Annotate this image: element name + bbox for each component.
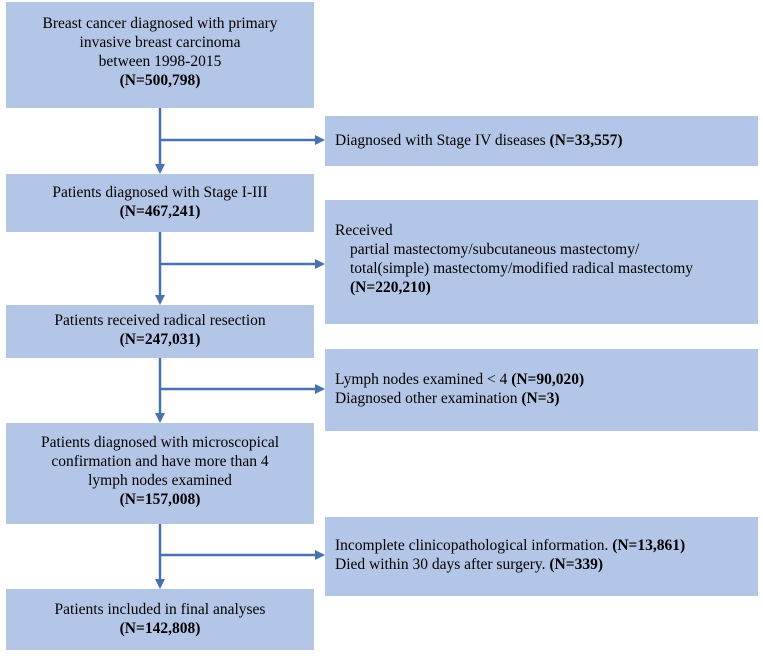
box-line: partial mastectomy/subcutaneous mastecto… <box>350 241 640 258</box>
box-line: (N=157,008) <box>119 491 201 508</box>
box-line: Lymph nodes examined < 4 (N=90,020) <box>335 371 585 388</box>
box-line: confirmation and have more than 4 <box>51 453 269 470</box>
box-line: (N=220,210) <box>350 279 431 296</box>
main-box-initial-cohort: Breast cancer diagnosed with primary inv… <box>6 2 314 108</box>
box-line: total(simple) mastectomy/modified radica… <box>350 260 694 277</box>
main-box-final-analyses: Patients included in final analyses (N=1… <box>6 589 314 650</box>
exclusion-box-incomplete-info: Incomplete clinicopathological informati… <box>325 517 758 596</box>
box-line: Breast cancer diagnosed with primary <box>42 15 278 32</box>
box-line: Died within 30 days after surgery. (N=33… <box>335 556 603 573</box>
box-line: Patients received radical resection <box>54 312 266 329</box>
box-line: Patients diagnosed with microscopical <box>40 434 280 451</box>
main-box-stage-i-iii: Patients diagnosed with Stage I-III (N=4… <box>6 174 314 232</box>
exclusion-box-stage-iv: Diagnosed with Stage IV diseases (N=33,5… <box>325 116 758 166</box>
box-line: (N=467,241) <box>119 203 201 220</box>
box-line: Diagnosed with Stage IV diseases (N=33,5… <box>335 132 623 149</box>
main-box-microscopical-confirmation: Patients diagnosed with microscopical co… <box>6 423 314 524</box>
box-line: between 1998-2015 <box>98 53 222 70</box>
box-line: Patients diagnosed with Stage I-III <box>52 184 268 201</box>
box-line: Incomplete clinicopathological informati… <box>335 537 686 554</box>
exclusion-box-mastectomy: Received partial mastectomy/subcutaneous… <box>325 200 758 324</box>
box-line: (N=500,798) <box>119 72 201 89</box>
box-line: lymph nodes examined <box>88 472 232 489</box>
box-line: Received <box>335 222 393 239</box>
box-line: Diagnosed other examination (N=3) <box>335 390 560 407</box>
exclusion-box-lymph-nodes: Lymph nodes examined < 4 (N=90,020) Diag… <box>325 349 758 431</box>
box-line: Patients included in final analyses <box>54 601 266 618</box>
box-line: (N=142,808) <box>119 620 201 637</box>
main-box-radical-resection: Patients received radical resection (N=2… <box>6 305 314 358</box>
box-line: invasive breast carcinoma <box>79 34 241 51</box>
box-line: (N=247,031) <box>119 331 201 348</box>
